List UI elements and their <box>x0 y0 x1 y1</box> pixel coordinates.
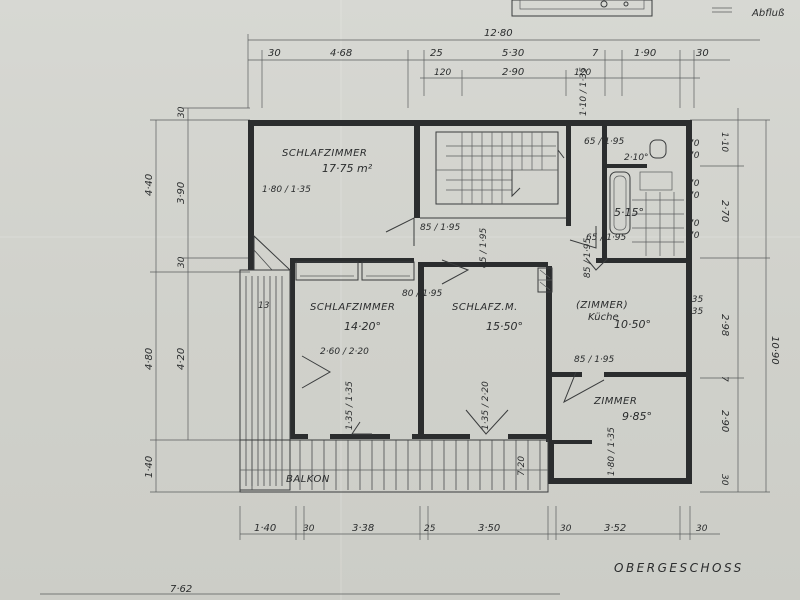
kitchen-window-dim-2: 135 <box>686 307 703 317</box>
room-label-balcony: BALKON <box>286 474 330 485</box>
right-inner-dim-6: 30 <box>719 474 729 486</box>
bottom-dim-5: 3·50 <box>478 523 500 534</box>
right-inner-dim-4: 7 <box>719 376 729 382</box>
right-inner-dim-2: 2·70 <box>719 200 730 222</box>
balcony-step-dim: 7·20 <box>517 456 527 476</box>
door-swings <box>301 217 609 435</box>
door-dim-bedroom-1: 85 / 1·95 <box>420 223 461 233</box>
door-dim-bath: 65 / 1·95 <box>586 233 627 243</box>
door-dim-bedroom-2: 80 / 1·95 <box>402 289 443 299</box>
bath-mark-6: 70 <box>688 231 700 241</box>
window-dim-bedroom-2: 2·60 / 2·20 <box>320 347 369 357</box>
interior-walls <box>290 126 686 444</box>
room-label-bedroom-3: SCHLAFZ.M. <box>452 302 518 313</box>
right-inner-dim-1: 1·10 <box>719 132 729 152</box>
door-dim-kitchen: 85 / 1·95 <box>583 237 593 278</box>
window-dim-bedroom-1: 1·80 / 1·35 <box>262 185 311 195</box>
room-area-bedroom-3: 15·50° <box>486 320 523 333</box>
bottom-dim-6: 30 <box>560 524 572 534</box>
corridor-windows <box>295 261 415 281</box>
bottom-dim-7: 3·52 <box>604 523 626 534</box>
bottom-dimension-lines <box>40 506 720 595</box>
left-inner-dim-3: 30 <box>177 256 187 268</box>
bathroom-fixtures <box>609 139 684 256</box>
bottom-dim-2: 30 <box>303 524 315 534</box>
drain-note-label: Abfluß <box>751 8 784 19</box>
bath-mark-1: 70 <box>688 139 700 149</box>
top-dim-2: 4·68 <box>330 48 352 59</box>
exterior-walls <box>248 120 692 484</box>
right-inner-dim-5: 2·90 <box>719 410 730 432</box>
top-dim-4: 5·30 <box>502 48 524 59</box>
top-dim-8: 120 <box>434 68 451 78</box>
room-area-room-kitchen: 10·50° <box>614 318 651 331</box>
top-dim-10: 120 <box>574 68 591 78</box>
bottom-overall-dim: 7·62 <box>170 584 192 595</box>
door-dim-bedroom-3: 85 / 1·95 <box>479 227 489 268</box>
right-inner-dim-3: 2·98 <box>719 314 730 336</box>
room-area-bedroom-1: 17·75 m² <box>322 162 373 175</box>
room-label-room: ZIMMER <box>593 396 637 407</box>
left-outer-dim-2: 4·80 <box>144 348 155 370</box>
room-area-bedroom-2: 14·20° <box>344 320 381 333</box>
room-label-bedroom-1: SCHLAFZIMMER <box>282 148 367 159</box>
bath-area-label: 5·15° <box>614 206 644 219</box>
bottom-dim-3: 3·38 <box>352 523 374 534</box>
balcony-door-dim-1: 1·35 / 1·35 <box>345 381 355 430</box>
top-sketch-fragment <box>511 0 732 17</box>
room-area-room: 9·85° <box>622 410 652 423</box>
right-dimension-lines <box>690 108 770 493</box>
left-inner-dim-2: 3·90 <box>176 182 187 204</box>
paper-fold <box>340 0 342 600</box>
paper-fold <box>0 236 800 238</box>
left-outer-dim-1: 4·40 <box>144 174 155 196</box>
bath-mark-4: 70 <box>688 191 700 201</box>
bottom-dim-4: 25 <box>424 524 436 534</box>
top-dim-5: 7 <box>592 48 599 59</box>
bath-mark-3: 70 <box>688 179 700 189</box>
plan-title: OBERGESCHOSS <box>614 561 744 575</box>
window-dim-stair: 1·10 / 1·35 <box>579 67 589 116</box>
room-sublabel-kitchen: Küche <box>588 312 619 323</box>
bath-mark-2: 70 <box>688 151 700 161</box>
room-label-room-kitchen: (ZIMMER) <box>576 300 628 311</box>
top-dim-9: 2·90 <box>502 67 524 78</box>
top-overall-dim: 12·80 <box>484 28 513 39</box>
chimney-shaft <box>537 267 553 293</box>
left-inner-dim-1: 30 <box>177 106 187 118</box>
bottom-dim-1: 1·40 <box>254 523 276 534</box>
left-outer-dim-3: 1·40 <box>144 456 155 478</box>
balcony-floor-hatching <box>239 234 549 493</box>
left-dimension-lines <box>150 107 250 493</box>
wc-area-label: 2·10° <box>624 153 649 163</box>
room-label-bedroom-2: SCHLAFZIMMER <box>310 302 395 313</box>
bath-mark-5: 70 <box>688 219 700 229</box>
top-dim-6: 1·90 <box>634 48 656 59</box>
door-dim-room: 85 / 1·95 <box>574 355 615 365</box>
top-dimension-lines <box>247 34 760 108</box>
top-dim-7: 30 <box>696 48 709 59</box>
window-dim-room: 1·80 / 1·35 <box>607 427 617 476</box>
balcony-door-dim-2: 1·35 / 2·20 <box>481 381 491 430</box>
top-dim-3: 25 <box>430 48 443 59</box>
left-inner-dim-4: 4·20 <box>176 348 187 370</box>
right-outer-dim: 10·90 <box>769 336 780 365</box>
staircase <box>435 131 565 205</box>
door-dim-wc: 65 / 1·95 <box>584 137 625 147</box>
bath-tiling <box>632 192 684 256</box>
top-dim-1: 30 <box>268 48 281 59</box>
kitchen-window-dim-1: 135 <box>686 295 703 305</box>
bottom-dim-8: 30 <box>696 524 708 534</box>
